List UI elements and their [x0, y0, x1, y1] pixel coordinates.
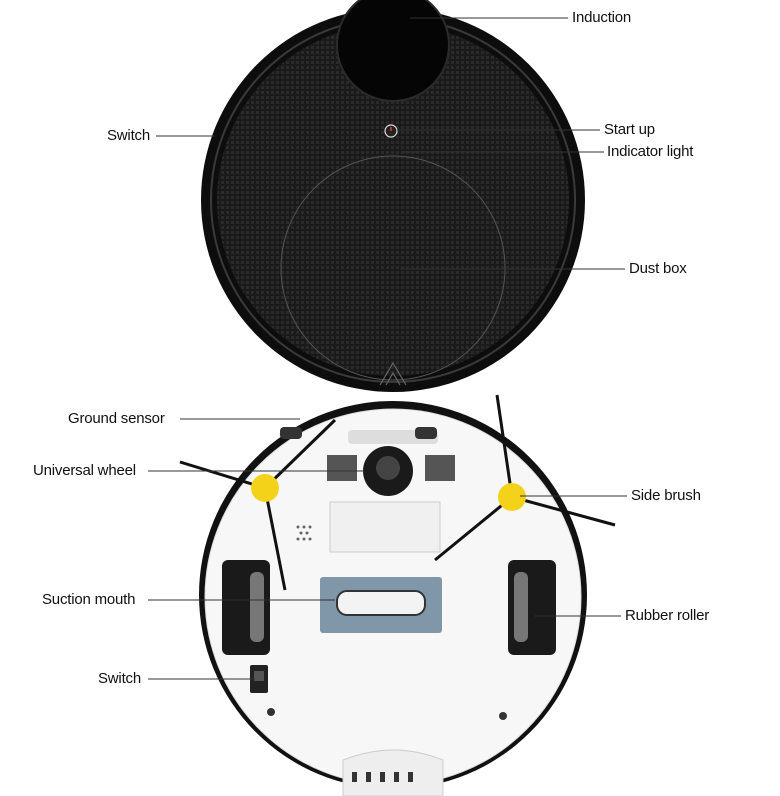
label-suction-mouth: Suction mouth	[42, 591, 136, 608]
induction-window	[336, 0, 450, 102]
label-rubber-roller: Rubber roller	[625, 607, 710, 624]
suction-mouth-opening	[336, 590, 426, 616]
label-induction: Induction	[572, 9, 632, 26]
battery-cover	[329, 501, 441, 553]
robot-bottom-view	[179, 394, 616, 796]
label-universal-wheel: Universal wheel	[33, 462, 136, 479]
robot-top-view	[201, 0, 585, 392]
rear-vent-slots	[352, 772, 413, 782]
sensor-pad-left	[327, 455, 357, 481]
label-indicator-light: Indicator light	[607, 143, 694, 160]
rubber-roller-right-hub	[514, 572, 528, 642]
rear-vent	[342, 749, 444, 796]
label-switch-top: Switch	[107, 127, 150, 144]
universal-wheel-hub	[376, 456, 400, 480]
sensor-pad-right	[425, 455, 455, 481]
speaker-holes	[296, 525, 312, 541]
side-brush-left	[179, 418, 337, 591]
side-brush-right-hub	[498, 483, 526, 511]
screw-hole	[267, 708, 275, 716]
side-brush-left-hub	[251, 474, 279, 502]
switch-toggle	[254, 671, 264, 681]
label-start-up: Start up	[604, 121, 655, 138]
rubber-roller-left-hub	[250, 572, 264, 642]
label-ground-sensor: Ground sensor	[68, 410, 165, 427]
label-switch-bottom: Switch	[98, 670, 141, 687]
side-brush-right	[434, 394, 616, 562]
top-texture	[217, 24, 569, 376]
ground-sensor-right	[415, 427, 437, 439]
label-side-brush: Side brush	[631, 487, 701, 504]
ground-sensor-left	[280, 427, 302, 439]
label-dust-box: Dust box	[629, 260, 687, 277]
leader-lines	[148, 17, 627, 680]
dust-box-outline	[280, 155, 506, 381]
screw-hole	[499, 712, 507, 720]
front-arrow-icon	[379, 361, 407, 386]
